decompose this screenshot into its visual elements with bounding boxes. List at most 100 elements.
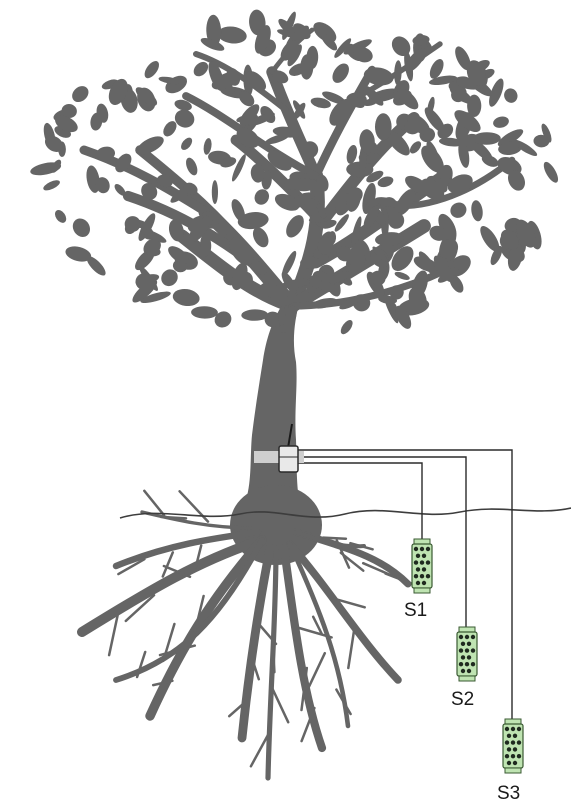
tree-roots (82, 491, 421, 778)
root-tendril (323, 538, 346, 539)
leaf (291, 178, 317, 191)
root-tendril (348, 626, 355, 668)
ground-line (120, 508, 571, 518)
sensor-dot (459, 662, 463, 666)
sensor-dot (459, 648, 463, 652)
sensor-dot (471, 648, 475, 652)
tree-icon (29, 9, 561, 778)
sensor-dot (465, 648, 469, 652)
soil-sensor-icon (503, 719, 523, 773)
sensor-dot (422, 567, 426, 571)
root-tendril (273, 640, 275, 672)
root-tendril (271, 686, 288, 722)
sensor-dot (471, 662, 475, 666)
leaf (42, 178, 61, 192)
sensor-dot (517, 740, 521, 744)
leaf (172, 287, 201, 307)
leaf (329, 60, 352, 86)
sensor-dot (414, 574, 418, 578)
sensor-dot (511, 727, 515, 731)
leaf (179, 136, 194, 152)
leaf (502, 86, 519, 104)
leaf (191, 59, 211, 79)
leaf (69, 215, 93, 240)
sensor-dot (505, 727, 509, 731)
root-tendril (163, 552, 173, 576)
leaf (69, 83, 92, 105)
soil-sensors: S1S2S3 (404, 539, 523, 804)
leaf (241, 309, 268, 321)
leaf (282, 212, 307, 241)
sensor-label: S3 (497, 783, 520, 804)
leaf (375, 113, 392, 140)
sensor-dot (422, 581, 426, 585)
sensor-dot (422, 554, 426, 558)
leaf (184, 156, 200, 177)
sensor-dot (426, 547, 430, 551)
sensor-dot (461, 669, 465, 673)
sensor-dot (465, 635, 469, 639)
sensor-dot (513, 761, 517, 765)
sensor-dot (416, 554, 420, 558)
logger-box (279, 446, 298, 472)
sensor-dot (517, 754, 521, 758)
sensor-label: S1 (404, 600, 427, 621)
tree-root (242, 548, 270, 738)
sensor-label: S2 (451, 689, 474, 710)
leaf (467, 95, 481, 117)
sensor-dot (420, 547, 424, 551)
sensor-dot (461, 642, 465, 646)
sensor-dot (459, 635, 463, 639)
leaf (53, 208, 69, 225)
sensor-dot (416, 581, 420, 585)
sensor-dot (507, 761, 511, 765)
tree-trunk (246, 300, 300, 505)
sensor-dot (513, 747, 517, 751)
sensor-dot (505, 740, 509, 744)
sensor-cap-top (505, 719, 521, 724)
leaf (448, 200, 470, 221)
leaf (142, 59, 162, 81)
sensor-dot (467, 669, 471, 673)
leaf (472, 132, 501, 145)
sensor-cap-top (459, 627, 475, 632)
sensor-dot (414, 547, 418, 551)
leaf (541, 160, 561, 185)
sensor-cap-bottom (459, 676, 475, 681)
leaf (252, 187, 272, 208)
sensor-dot (513, 734, 517, 738)
sensor-dot (511, 740, 515, 744)
sensor-dot (416, 567, 420, 571)
sensor-dot (471, 635, 475, 639)
sensor-dot (414, 560, 418, 564)
sensor-dot (420, 560, 424, 564)
sensor-dot (507, 747, 511, 751)
soil-sensor-icon (412, 539, 432, 593)
root-tendril (309, 653, 325, 688)
leaf (345, 144, 359, 165)
sensor-dot (517, 727, 521, 731)
leaf (338, 318, 354, 336)
sensor-dot (467, 642, 471, 646)
sensor-cap-bottom (414, 588, 430, 593)
tree-leaves (29, 9, 561, 336)
leaf (470, 200, 484, 223)
sensor-dot (505, 754, 509, 758)
sensor-dot (467, 655, 471, 659)
sensor-dot (507, 734, 511, 738)
sensor-dot (465, 662, 469, 666)
sensor-dot (511, 754, 515, 758)
soil-sensor-icon (457, 627, 477, 681)
leaf (191, 306, 218, 319)
leaf (217, 25, 248, 45)
sensor-dot (426, 574, 430, 578)
leaf (394, 270, 411, 282)
sensor-cap-top (414, 539, 430, 544)
sensor-dot (461, 655, 465, 659)
sensor-dot (426, 560, 430, 564)
leaf (408, 139, 424, 155)
leaf (492, 115, 510, 130)
root-tendril (161, 517, 186, 519)
sensor-dot (420, 574, 424, 578)
